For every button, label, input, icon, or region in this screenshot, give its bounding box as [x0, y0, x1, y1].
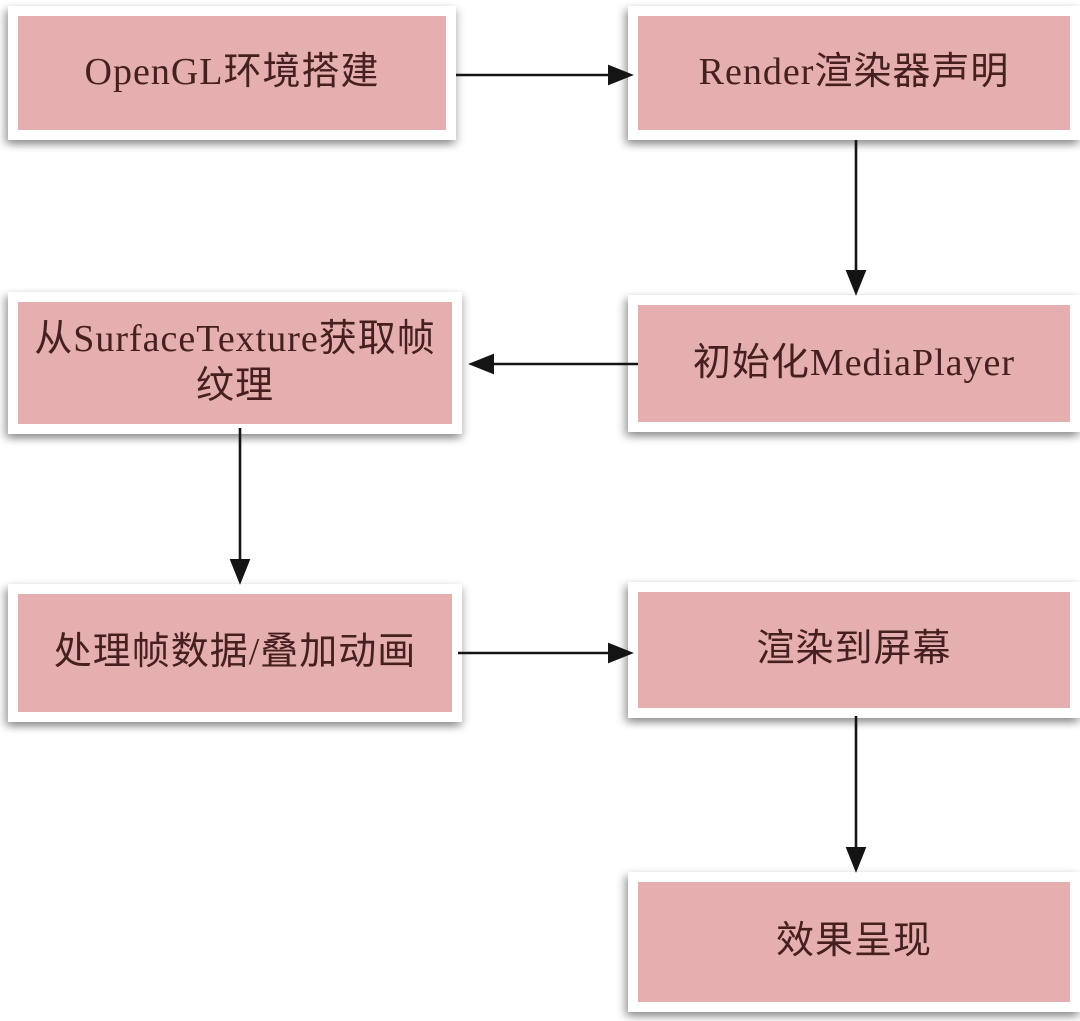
node-label: 处理帧数据/叠加动画 — [53, 631, 417, 674]
node-opengl-env-setup: OpenGL环境搭建 — [8, 6, 456, 140]
node-effect-presentation: 效果呈现 — [628, 872, 1080, 1012]
node-get-frame-texture: 从SurfaceTexture获取帧纹理 — [8, 292, 462, 434]
node-label: 初始化MediaPlayer — [692, 341, 1016, 384]
node-process-frame-data: 处理帧数据/叠加动画 — [8, 584, 462, 722]
node-init-mediaplayer: 初始化MediaPlayer — [628, 295, 1080, 432]
node-label: OpenGL环境搭建 — [84, 51, 380, 94]
node-render-to-screen: 渲染到屏幕 — [628, 582, 1080, 718]
node-label: 渲染到屏幕 — [756, 628, 952, 671]
node-render-declaration: Render渲染器声明 — [628, 6, 1080, 140]
node-label: 从SurfaceTexture获取帧纹理 — [34, 317, 436, 408]
node-label: 效果呈现 — [775, 920, 932, 963]
node-label: Render渲染器声明 — [698, 51, 1010, 94]
